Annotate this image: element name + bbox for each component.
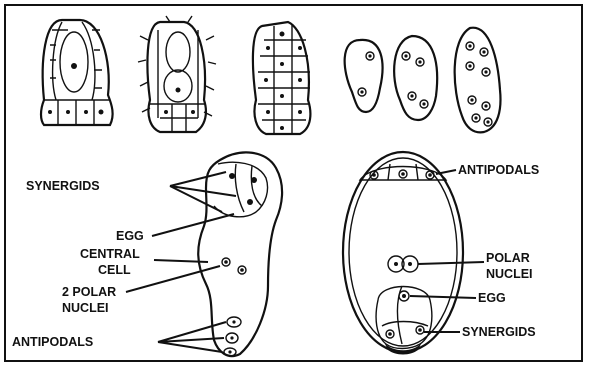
label-polar-nuclei-right-line2: NUCLEI <box>486 267 533 281</box>
label-egg-right: EGG <box>478 291 506 305</box>
label-polar-nuclei-line2: NUCLEI <box>62 301 109 315</box>
label-central-cell-line2: CELL <box>98 263 131 277</box>
label-polar-nuclei-right-line1: POLAR <box>486 251 530 265</box>
right-embryo-sac <box>343 152 463 355</box>
label-polar-nuclei-line1: 2 POLAR <box>62 285 116 299</box>
label-central-cell-line1: CENTRAL <box>80 247 140 261</box>
label-synergids-left: SYNERGIDS <box>26 179 100 193</box>
stage-6-embryo-sac <box>455 28 501 133</box>
label-synergids-right: SYNERGIDS <box>462 325 536 339</box>
label-antipodals-left: ANTIPODALS <box>12 335 93 349</box>
stage-4-embryo-sac <box>345 40 383 112</box>
stage-3-ovule <box>253 22 310 134</box>
stage-5-embryo-sac <box>394 36 437 120</box>
stage-1-ovule <box>41 20 113 125</box>
label-egg-left: EGG <box>116 229 144 243</box>
label-antipodals-right: ANTIPODALS <box>458 163 539 177</box>
stage-2-ovule <box>138 16 216 132</box>
